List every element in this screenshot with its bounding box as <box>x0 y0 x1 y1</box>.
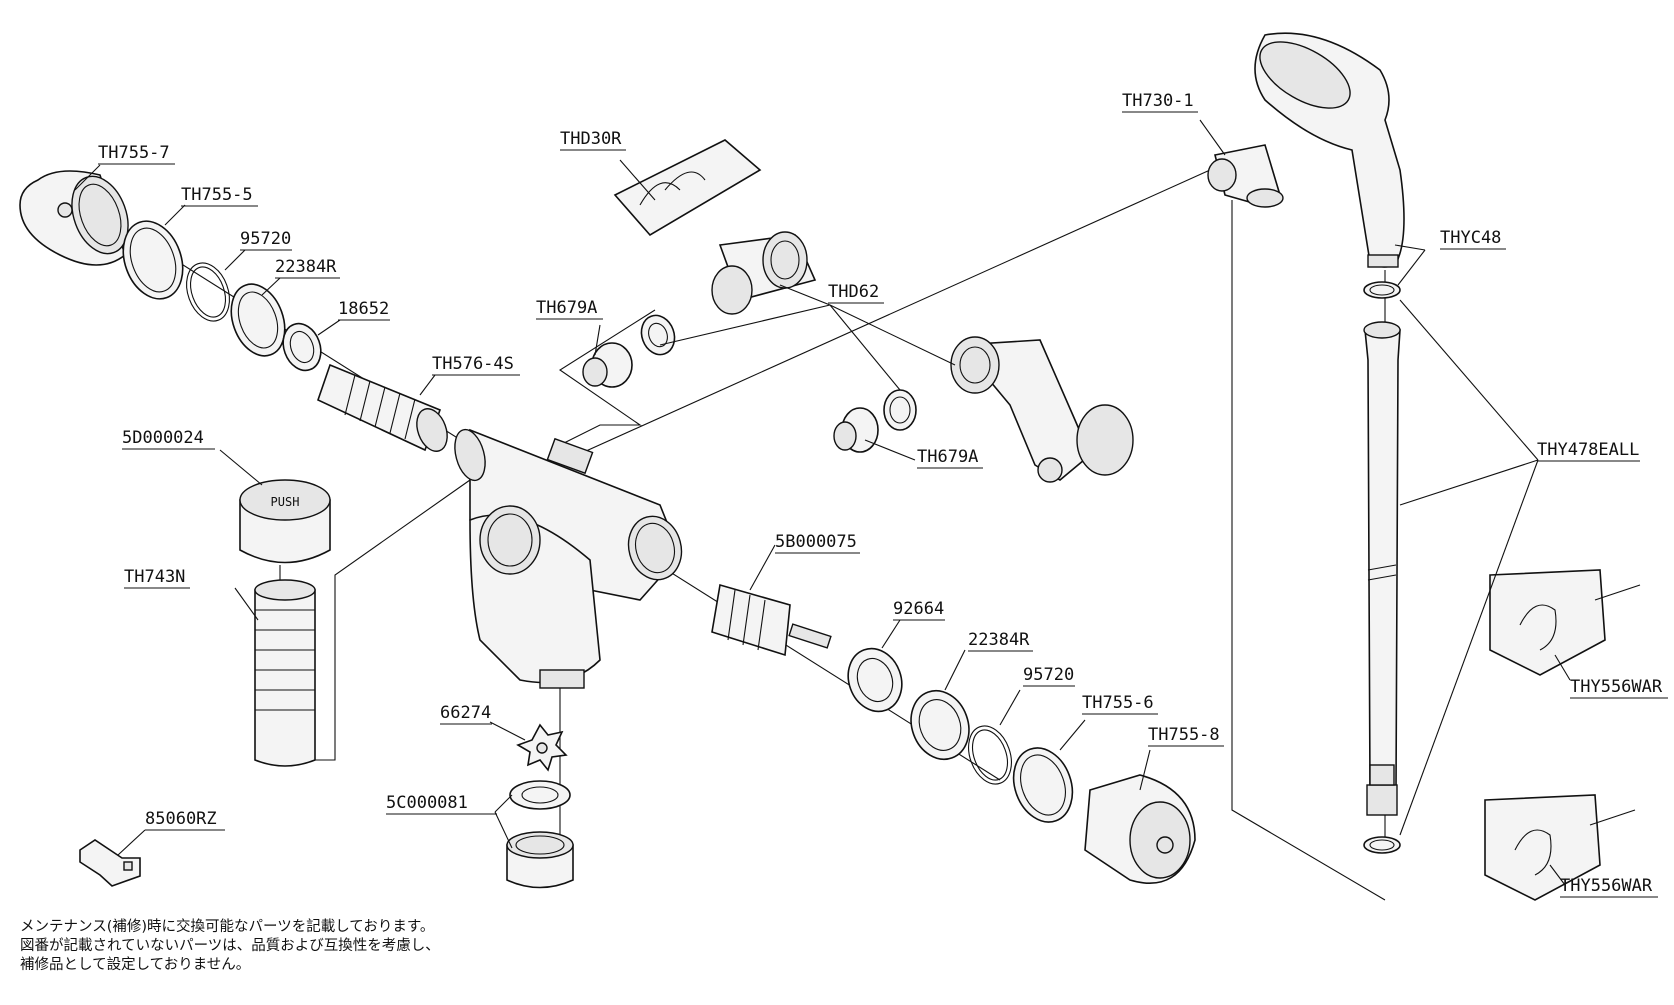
star-66274 <box>516 723 568 772</box>
label-thyc48: THYC48 <box>1440 228 1501 248</box>
elbow-th730-1 <box>1207 144 1284 208</box>
note-line-1: メンテナンス(補修)時に交換可能なパーツを記載しております。 <box>20 919 435 935</box>
label-thy556war-lower: THY556WAR <box>1560 876 1653 896</box>
washer-upper <box>640 314 676 356</box>
note-line-3: 補修品として設定しておりません。 <box>20 957 251 973</box>
label-22384r-right: 22384R <box>968 630 1030 650</box>
push-cap-5d000024: PUSH <box>239 479 331 564</box>
label-92664: 92664 <box>893 599 944 619</box>
label-th679a-upper: TH679A <box>536 298 597 318</box>
nut-22384r-left <box>230 283 286 357</box>
label-th755-6: TH755-6 <box>1082 693 1154 713</box>
hook-thy556war-upper <box>1489 569 1641 676</box>
label-66274: 66274 <box>440 703 491 723</box>
washer-5c000081 <box>509 780 571 810</box>
shower-head-thyc48 <box>1254 32 1405 268</box>
ring-th755-5 <box>122 220 184 300</box>
part-labels: TH755-7 TH755-5 95720 22384R 18652 TH576… <box>98 91 1668 898</box>
hook-thy556war-lower <box>1484 794 1636 901</box>
hose-thy478eall <box>1363 321 1401 816</box>
label-18652: 18652 <box>338 299 389 319</box>
label-thd30r: THD30R <box>560 129 622 149</box>
gasket-top <box>1363 281 1401 299</box>
label-5c000081: 5C000081 <box>386 793 468 813</box>
key-85060rz <box>79 839 141 887</box>
fitting-th679a-lower <box>833 407 879 453</box>
gasket-bottom <box>1363 836 1401 854</box>
washer-18652 <box>282 322 322 372</box>
label-5b000075: 5B000075 <box>775 532 857 552</box>
label-th679a-lower: TH679A <box>917 447 978 467</box>
label-thy478eall: THY478EALL <box>1537 440 1639 460</box>
cartridge-5b000075 <box>711 583 832 657</box>
label-22384r-left: 22384R <box>275 257 337 277</box>
leader-lines <box>74 119 1571 886</box>
clip-thd30r <box>613 139 762 237</box>
label-thy556war-upper: THY556WAR <box>1570 677 1663 697</box>
union-thd62 <box>711 231 817 315</box>
ring-95720-left <box>186 262 230 322</box>
ring-th755-6 <box>1012 747 1074 823</box>
nut-22384r-right <box>910 689 970 761</box>
label-95720-left: 95720 <box>240 229 291 249</box>
fitting-th679a-upper <box>582 342 633 388</box>
label-95720-right: 95720 <box>1023 665 1074 685</box>
ring-95720-right <box>968 725 1012 785</box>
label-th755-5: TH755-5 <box>181 185 253 205</box>
washer-thd62-lower <box>883 389 917 431</box>
mixer-body <box>454 428 683 689</box>
part-92664 <box>847 647 903 713</box>
label-5d000024: 5D000024 <box>122 428 204 448</box>
label-th576-4s: TH576-4S <box>432 354 514 374</box>
right-handle-th755-8 <box>1084 774 1196 884</box>
left-handle-th755-7 <box>19 170 129 266</box>
label-th730-1: TH730-1 <box>1122 91 1194 111</box>
push-cap-text: PUSH <box>271 495 300 509</box>
label-th743n: TH743N <box>124 567 185 587</box>
label-th755-7: TH755-7 <box>98 143 170 163</box>
label-85060rz: 85060RZ <box>145 809 217 829</box>
label-thd62: THD62 <box>828 282 879 302</box>
label-th755-8: TH755-8 <box>1148 725 1220 745</box>
cartridge-th576-4s <box>317 363 448 452</box>
thermo-cartridge-th743n <box>254 579 316 767</box>
eccentric-leg <box>950 336 1134 483</box>
note-line-2: 図番が記載されていないパーツは、品質および互換性を考慮し、 <box>20 938 440 954</box>
strainer-cap-5c000081 <box>506 831 574 889</box>
maintenance-note: メンテナンス(補修)時に交換可能なパーツを記載しております。 図番が記載されてい… <box>20 918 440 975</box>
